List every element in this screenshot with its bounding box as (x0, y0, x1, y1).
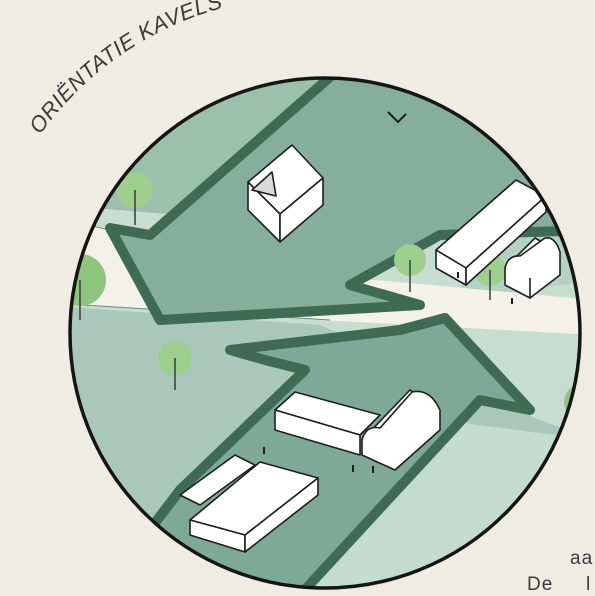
footer-text-line2-a: De (527, 574, 553, 596)
tree (11, 261, 39, 289)
tree (65, 148, 105, 210)
footer-text-line2-b: l (586, 574, 591, 596)
footer-text-line1: aa (570, 548, 593, 570)
